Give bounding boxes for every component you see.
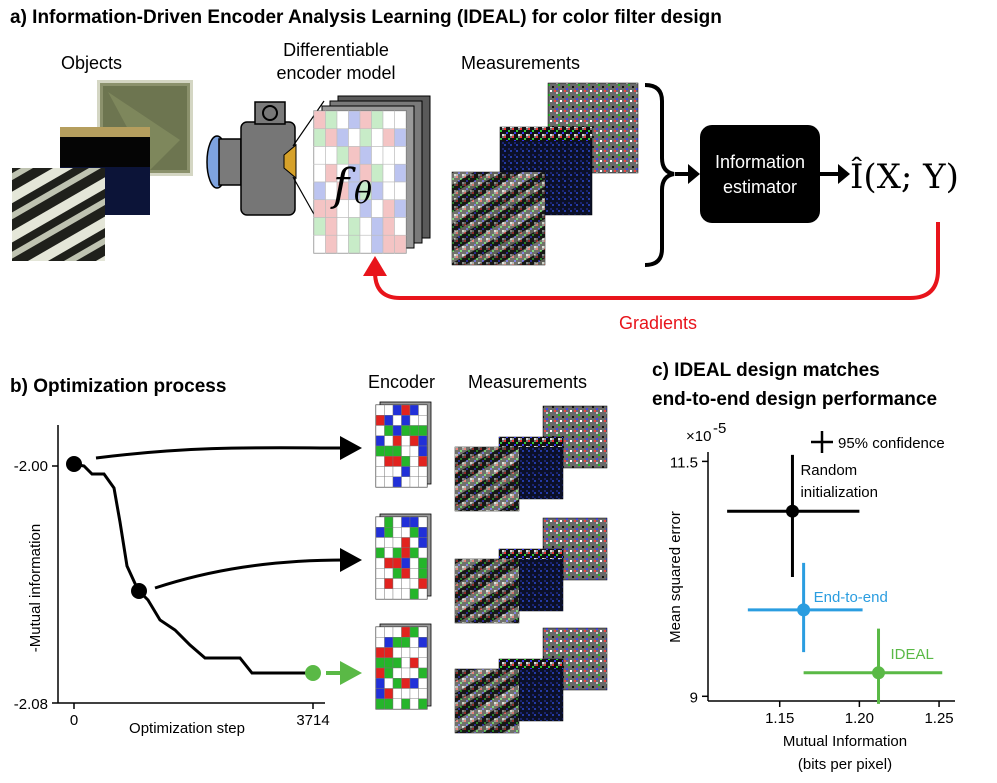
b-ytick-bottom: -2.08 [14, 696, 48, 713]
c-xtick-label: 1.20 [845, 710, 874, 727]
encoder-snapshots [375, 401, 608, 734]
c-scale-exponent: -5 [713, 420, 726, 437]
arrow-mid-to-encoder [154, 558, 346, 590]
measurements-label: Measurements [461, 53, 580, 73]
encoder-label-line1: Differentiable [283, 40, 389, 60]
optimization-curve [73, 462, 313, 675]
information-estimator-box [700, 125, 820, 223]
c-ytick-label: 11.5 [670, 454, 698, 471]
c-scale-label: ×10 [686, 428, 711, 445]
series-label: Random [800, 462, 857, 479]
c-xtick-label: 1.15 [765, 710, 794, 727]
encoder-symbol-subscript: θ [354, 176, 372, 211]
gradients-label: Gradients [619, 313, 697, 333]
object-image-zebra [12, 168, 105, 261]
encoder-stack: f θ [313, 95, 431, 254]
b-xlabel: Optimization step [129, 720, 245, 737]
c-xtick-label: 1.25 [924, 710, 953, 727]
b-ytick-top: -2.00 [14, 458, 48, 475]
series-label: IDEAL [891, 646, 934, 663]
mi-expression: Î(X; Y) [850, 156, 959, 197]
c-ylabel: Mean squared error [667, 511, 684, 643]
b-xtick-end: 3714 [296, 712, 329, 729]
legend-label: 95% confidence [838, 435, 945, 452]
panel-c-title-line1: c) IDEAL design matches [652, 360, 880, 381]
estimator-label-line1: Information [715, 152, 805, 172]
data-point [785, 504, 799, 518]
encoder-filter-grid [313, 110, 407, 254]
c-xlabel-line1: Mutual Information [783, 733, 907, 750]
encoder-label-line2: encoder model [276, 63, 395, 83]
panel-b-title: b) Optimization process [10, 376, 226, 397]
series-label: initialization [800, 484, 878, 501]
measurements-brace [644, 83, 675, 267]
data-point [872, 666, 886, 680]
panel-c-title-line2: end-to-end design performance [652, 389, 937, 410]
c-ytick-label: 9 [690, 689, 698, 706]
object-images [12, 80, 193, 261]
measurements-column-label: Measurements [468, 372, 587, 392]
checkpoint-mid-marker [131, 583, 147, 599]
estimator-label-line2: estimator [723, 177, 797, 197]
series-label: End-to-end [814, 589, 888, 606]
data-point [797, 603, 811, 617]
arrow-start-to-encoder [95, 446, 346, 460]
objects-label: Objects [61, 53, 122, 73]
measurement-images [451, 82, 639, 266]
c-xlabel-line2: (bits per pixel) [798, 756, 892, 773]
panel-a-title: a) Information-Driven Encoder Analysis L… [10, 7, 722, 28]
encoder-column-label: Encoder [368, 372, 435, 392]
b-xtick-start: 0 [70, 712, 78, 729]
b-ylabel: -Mutual information [27, 524, 44, 652]
gradient-arrow [373, 222, 940, 300]
checkpoint-final-marker [305, 665, 321, 681]
c-axis-ticks: 11.5 9 1.15 1.20 1.25 [670, 454, 954, 727]
camera-icon [206, 100, 325, 233]
checkpoint-start-marker [66, 456, 82, 472]
